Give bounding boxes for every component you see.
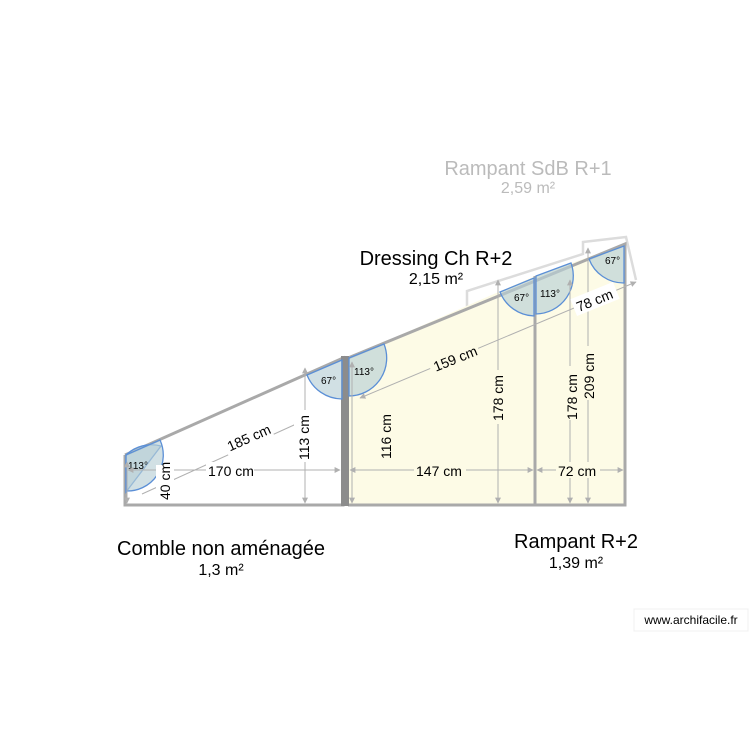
dim-label-113: 113 cm (296, 415, 312, 460)
angle-label-2: 67° (321, 376, 336, 387)
watermark: www.archifacile.fr (633, 608, 749, 632)
dim-label-40: 40 cm (157, 462, 173, 500)
dim-label-147: 147 cm (416, 463, 462, 479)
room-label-rampant-sdb: Rampant SdB R+1 2,59 m² (444, 158, 611, 197)
room-area-comble: 1,3 m² (198, 562, 244, 579)
room-area-rampant-sdb: 2,59 m² (501, 180, 556, 197)
dim-label-72: 72 cm (558, 463, 596, 479)
partition-wall (341, 356, 349, 506)
angle-label-4: 67° (514, 293, 529, 304)
angle-marker-1: 113° (125, 439, 164, 494)
room-name-comble: Comble non aménagée (117, 538, 325, 560)
room-label-comble: Comble non aménagée 1,3 m² (117, 538, 325, 579)
room-area-rampant-r2: 1,39 m² (549, 555, 604, 572)
dim-label-178-dressing: 178 cm (490, 375, 506, 421)
angle-label-1: 113° (128, 461, 148, 472)
room-label-rampant-r2: Rampant R+2 1,39 m² (514, 531, 638, 572)
dim-label-185: 185 cm (225, 421, 273, 454)
dim-label-209: 209 cm (581, 353, 597, 399)
room-area-dressing: 2,15 m² (409, 271, 464, 288)
angle-label-5: 113° (540, 289, 560, 300)
angle-label-6: 67° (605, 256, 620, 267)
dim-label-178-rampant: 178 cm (564, 374, 580, 420)
dim-label-116: 116 cm (378, 414, 394, 459)
dimension-labels: 185 cm 170 cm 40 cm 113 cm 116 cm 159 cm… (156, 282, 620, 501)
dim-label-170: 170 cm (208, 463, 254, 479)
room-label-dressing: Dressing Ch R+2 2,15 m² (360, 248, 513, 288)
room-name-rampant-sdb: Rampant SdB R+1 (444, 158, 611, 180)
room-name-rampant-r2: Rampant R+2 (514, 531, 638, 553)
room-name-dressing: Dressing Ch R+2 (360, 248, 513, 270)
watermark-text: www.archifacile.fr (643, 613, 737, 627)
angle-label-3: 113° (354, 367, 374, 378)
